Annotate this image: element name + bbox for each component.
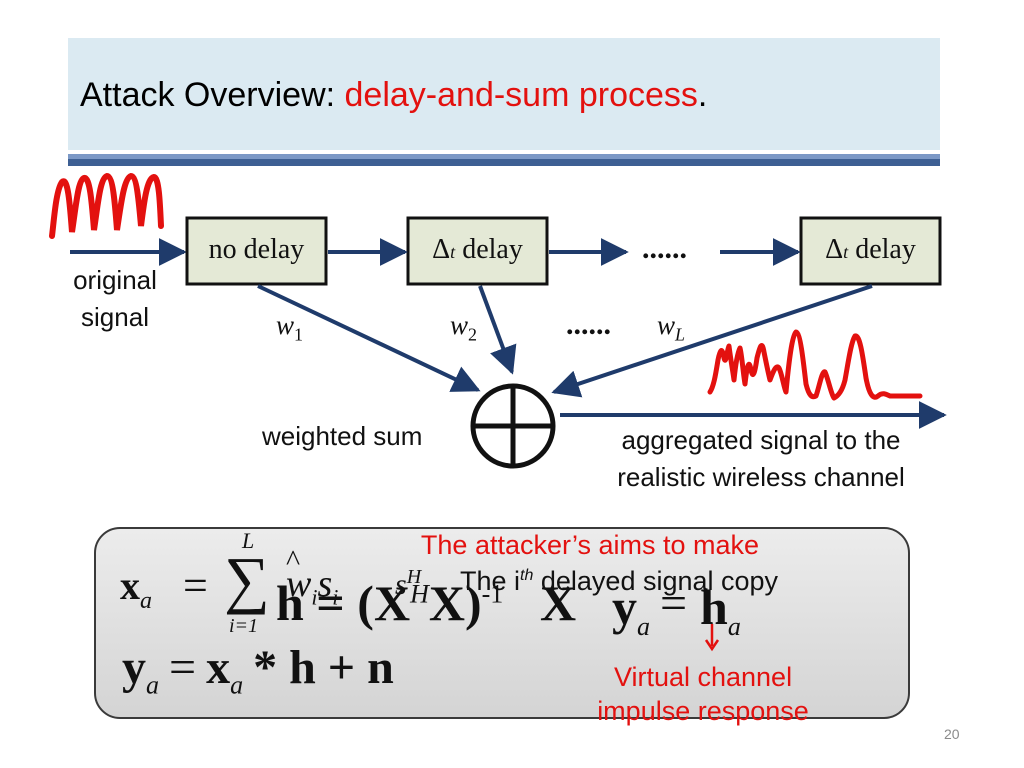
delta-delay-box-L	[799, 216, 942, 286]
delta-delay-label-1: Δt delay	[432, 234, 523, 265]
eq2-lhs: h = (XHX)-1	[276, 575, 504, 631]
red-down-arrow	[704, 624, 720, 652]
eq2-equals: =	[660, 577, 688, 630]
title-highlight: delay-and-sum process	[344, 76, 698, 114]
eq1-lhs: xa	[120, 563, 152, 614]
weighted-sum-label: weighted sum	[262, 421, 423, 451]
delta-delay-label-L: Δt delay	[825, 234, 916, 265]
weight-arrow-2	[478, 285, 517, 375]
eq1-sum-upper: L	[242, 528, 255, 553]
ellipsis-weights: ......	[566, 308, 611, 341]
ellipsis-chain: ......	[642, 232, 687, 265]
weight-w1: w1	[276, 310, 304, 345]
eq1-sum-lower: i=1	[229, 615, 259, 637]
slide-title: Attack Overview: delay-and-sum process.	[80, 76, 707, 115]
eq1-weight: wisi	[286, 563, 339, 610]
delayed-copy-note: The ith delayed signal copy	[460, 566, 779, 596]
aggregated-signal-waveform	[707, 329, 923, 401]
eq1-extra-s: sH	[395, 566, 422, 601]
attacker-aim-note: The attacker’s aims to make	[420, 530, 760, 560]
eq2-h: ha	[700, 579, 741, 641]
eq2-X: X	[540, 575, 577, 631]
weight-w2: w2	[450, 310, 478, 345]
title-suffix: .	[697, 76, 708, 114]
virtual-channel-note: Virtual channel impulse response	[597, 662, 809, 726]
no-delay-box	[185, 216, 328, 286]
formula-panel	[94, 527, 910, 719]
eq1-hat: ^	[286, 544, 301, 577]
eq3: ya=xa* h + n	[122, 641, 394, 700]
title-rule-dark	[68, 159, 940, 166]
original-signal-label: original signal	[73, 265, 157, 332]
title-rule-light	[68, 154, 940, 159]
weight-wL: wL	[657, 310, 686, 345]
delta-delay-box-1	[406, 216, 549, 286]
no-delay-label: no delay	[208, 234, 305, 265]
title-prefix: Attack Overview:	[80, 76, 345, 114]
eq1-sum-symbol: ∑	[224, 544, 270, 615]
weight-arrow-L	[551, 284, 873, 398]
title-banner	[68, 38, 940, 150]
eq2-y: ya	[612, 579, 650, 641]
page-number: 20	[944, 726, 960, 742]
original-signal-waveform	[49, 172, 164, 239]
weight-arrow-1	[257, 284, 481, 392]
eq1-equals: =	[183, 561, 208, 610]
aggregated-signal-label: aggregated signal to the realistic wirel…	[617, 425, 905, 492]
